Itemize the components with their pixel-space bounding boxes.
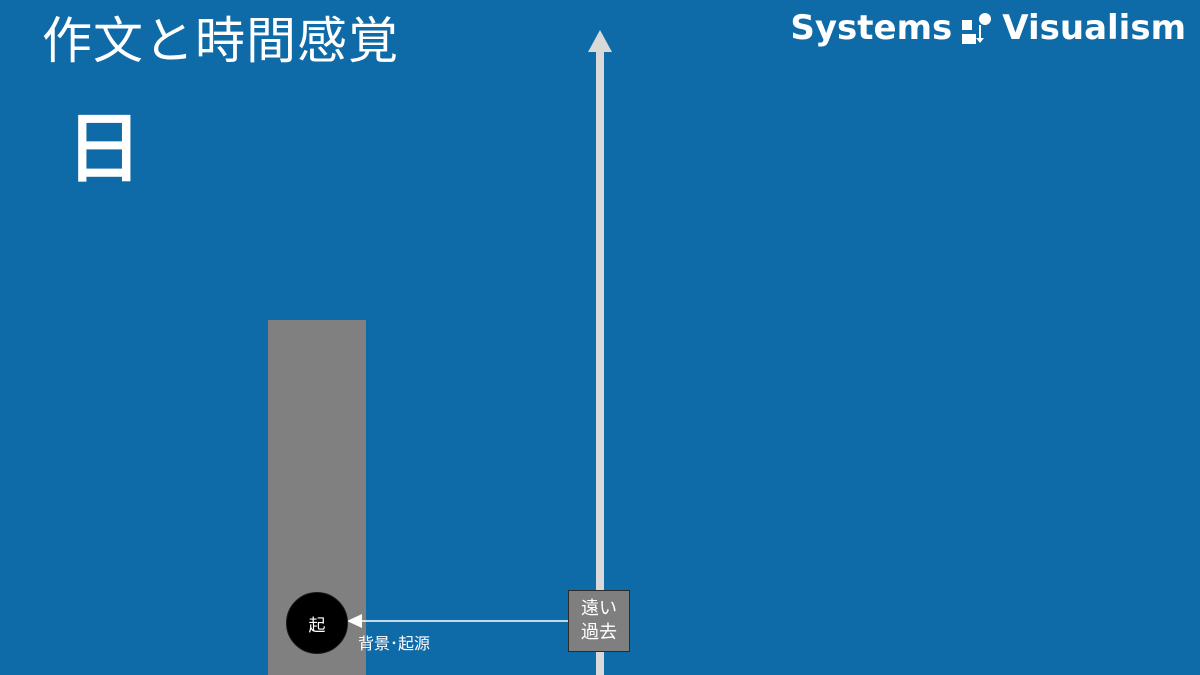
slide-title: 作文と時間感覚	[42, 12, 399, 70]
logo-text-visualism: Visualism	[1002, 8, 1186, 48]
brand-logo: Systems Visualism	[790, 8, 1186, 48]
logo-text-systems: Systems	[790, 8, 953, 48]
slide-subtitle: 日	[66, 104, 142, 193]
system-flow-icon	[962, 13, 992, 44]
pointer-label: 背景･起源	[358, 634, 431, 653]
distant-past-box: 遠い 過去	[568, 590, 630, 652]
node-origin: 起	[286, 592, 348, 654]
node-label: 起	[308, 615, 326, 636]
box-line-2: 過去	[581, 622, 617, 643]
pointer-arrowhead	[347, 614, 362, 628]
box-line-1: 遠い	[581, 598, 617, 619]
